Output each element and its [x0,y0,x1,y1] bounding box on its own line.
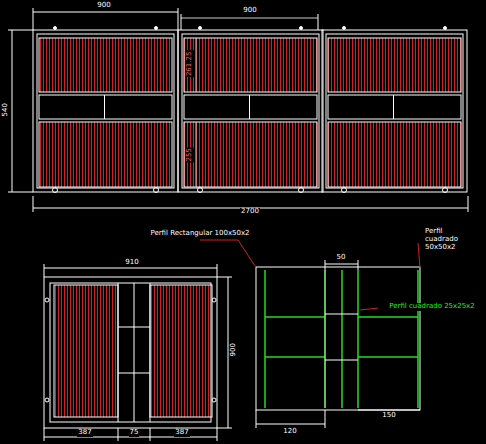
dimension-text: 387 [77,429,92,437]
dimension-text: 261.25 [186,51,194,78]
dimension-text: 900 [230,342,238,357]
dimension-text: 540 [2,102,10,117]
dimension-text: 910 [124,259,139,267]
dimension-text: 50 [336,254,347,262]
callout-text: Perfil Rectangular 100x50x2 [149,230,250,238]
callout-text: Perfil cuadrado 25x25x2 [388,303,475,311]
dimension-text: 150 [381,412,396,420]
dimension-text: 120 [282,428,297,436]
dimension-text: 900 [242,7,257,15]
dimension-text: 75 [129,429,140,437]
dimension-text: 255 [186,147,194,162]
dimension-text: 387 [174,429,189,437]
dimension-text: 900 [96,2,111,10]
dimension-text: 2700 [240,208,260,216]
callout-text: Perfil cuadrado 50x50x2 [424,228,472,251]
